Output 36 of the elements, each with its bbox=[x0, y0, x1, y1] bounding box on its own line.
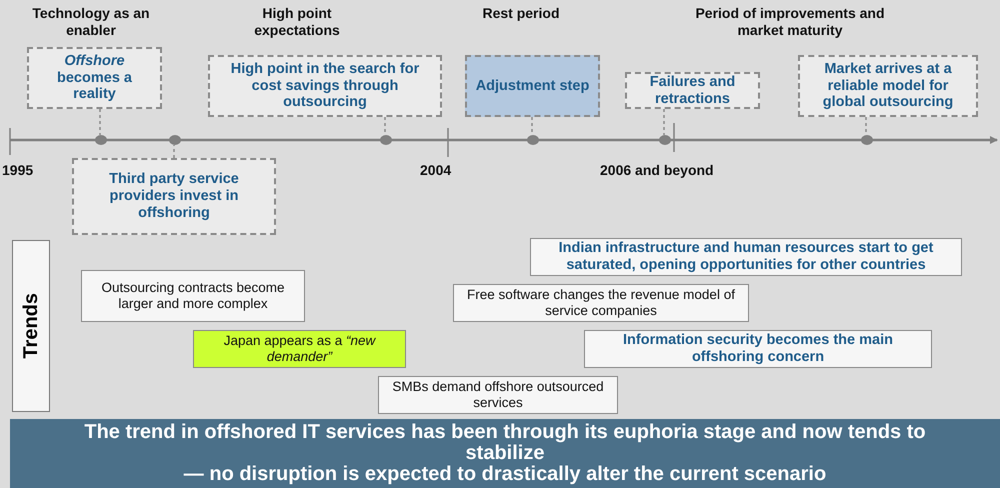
period-heading: Rest period bbox=[481, 5, 560, 22]
year-label: 1995 bbox=[2, 162, 34, 179]
event-box: Failures and retractions bbox=[625, 72, 760, 109]
timeline-dot bbox=[527, 135, 539, 145]
event-box: High point in the search for cost savings through outsourcing bbox=[208, 55, 442, 117]
leader-line bbox=[384, 117, 386, 135]
trends-box bbox=[12, 240, 50, 412]
timeline-dot bbox=[169, 135, 181, 145]
leader-line bbox=[173, 145, 175, 158]
timeline-dot bbox=[95, 135, 107, 145]
trend-box: SMBs demand offshore outsourced services bbox=[378, 376, 618, 414]
leader-line bbox=[531, 117, 533, 135]
trend-box: Outsourcing contracts become larger and more complex bbox=[81, 270, 305, 322]
year-label: 2004 bbox=[420, 162, 452, 179]
banner-text: The trend in offshored IT services has been through its euphoria stage and now tends to stabilize bbox=[83, 422, 927, 464]
leader-line bbox=[865, 117, 867, 135]
vertical-heading: Trends bbox=[20, 293, 42, 359]
period-heading: Period of improvements and market maturity bbox=[694, 5, 886, 39]
period-heading: High point expectations bbox=[253, 5, 341, 39]
period-heading: Technology as an enabler bbox=[31, 5, 151, 39]
year-label: 2006 and beyond bbox=[600, 162, 714, 179]
timeline-dot bbox=[659, 135, 671, 145]
event-box: Market arrives at a reliable model for global outsourcing bbox=[798, 55, 978, 117]
trend-box: Indian infrastructure and human resources start to get saturated, opening opportunities for other countries bbox=[530, 238, 962, 276]
trend-box: Information security becomes the main offshoring concern bbox=[584, 330, 932, 368]
trend-box: Japan appears as a “new demander” bbox=[193, 330, 406, 368]
timeline-dot bbox=[380, 135, 392, 145]
trend-box: Free software changes the revenue model of service companies bbox=[453, 284, 749, 322]
timeline-dot bbox=[861, 135, 873, 145]
event-box: Adjustment step bbox=[465, 55, 600, 117]
leader-line bbox=[99, 109, 101, 135]
conclusion-banner bbox=[10, 419, 1000, 488]
event-box: Offshore becomes a reality bbox=[27, 47, 162, 109]
leader-line bbox=[663, 109, 665, 135]
event-box: Third party service providers invest in offshoring bbox=[72, 158, 276, 235]
banner-text: — no disruption is expected to drastically alter the current scenario bbox=[184, 464, 826, 485]
